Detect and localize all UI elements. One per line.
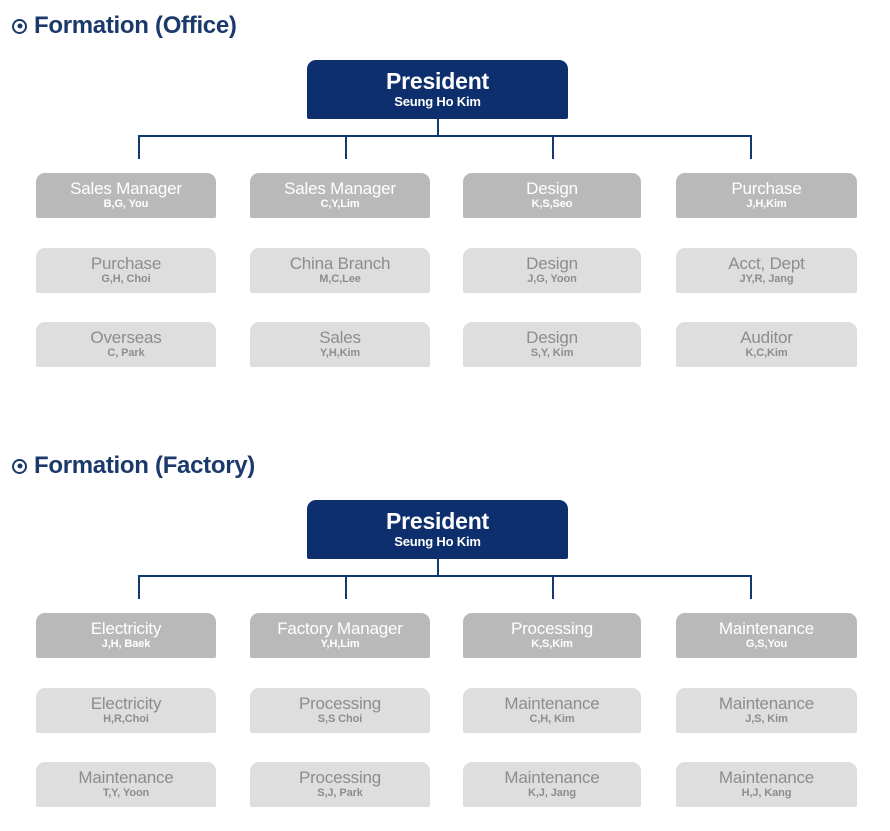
section-heading-label: Formation (Office) xyxy=(34,12,237,39)
connector-drop-1 xyxy=(138,135,140,159)
dept-name: J,H,Kim xyxy=(746,198,787,211)
dept-name: K,S,Seo xyxy=(531,198,573,211)
connector-drop-3 xyxy=(552,575,554,599)
connector-drop-2 xyxy=(345,135,347,159)
president-name: Seung Ho Kim xyxy=(394,93,481,109)
dept-title: Factory Manager xyxy=(277,619,403,639)
connector-drop-2 xyxy=(345,575,347,599)
dept-name: S,Y, Kim xyxy=(530,347,574,360)
dept-title: Processing xyxy=(510,619,594,639)
dept-title: Maintenance xyxy=(718,619,815,639)
dept-name: S,S Choi xyxy=(317,713,363,726)
dept-name: G,H, Choi xyxy=(101,273,151,286)
section-heading-label: Formation (Factory) xyxy=(34,452,255,479)
dept-name: K,C,Kim xyxy=(745,347,788,360)
dept-title: Maintenance xyxy=(504,694,600,714)
dept-name: C,H, Kim xyxy=(529,713,575,726)
dept-name: Y,H,Lim xyxy=(320,638,360,651)
dept-name: H,J, Kang xyxy=(741,787,792,800)
dept-title: Maintenance xyxy=(504,768,600,788)
president-name: Seung Ho Kim xyxy=(394,533,481,549)
dept-name: K,J, Jang xyxy=(527,787,576,800)
connector-drop-1 xyxy=(138,575,140,599)
dept-title: Sales xyxy=(319,328,361,348)
dept-name: S,J, Park xyxy=(317,787,363,800)
dept-name: B,G, You xyxy=(103,198,149,211)
dept-title: Maintenance xyxy=(718,694,815,714)
dept-title: Design xyxy=(526,179,578,199)
dept-name: M,C,Lee xyxy=(319,273,361,286)
dept-title: Acct, Dept xyxy=(728,254,805,274)
dept-name: K,S,Kim xyxy=(531,638,573,651)
dept-name: G,S,You xyxy=(745,638,788,651)
circle-target-icon xyxy=(12,458,27,474)
dept-title: Electricity xyxy=(90,694,162,714)
circle-target-icon xyxy=(12,18,27,34)
dept-name: C, Park xyxy=(107,347,145,360)
dept-title: Purchase xyxy=(731,179,802,199)
dept-name: J,H, Baek xyxy=(101,638,151,651)
dept-name: T,Y, Yoon xyxy=(102,787,150,800)
dept-title: Design xyxy=(526,328,578,348)
connector-stem xyxy=(437,559,439,576)
dept-name: Y,H,Kim xyxy=(319,347,361,360)
dept-title: Sales Manager xyxy=(70,179,182,199)
dept-title: Overseas xyxy=(90,328,162,348)
dept-title: Processing xyxy=(298,694,382,714)
president-title: President xyxy=(385,507,489,534)
dept-title: Sales Manager xyxy=(284,179,396,199)
dept-title: Processing xyxy=(298,768,382,788)
dept-title: Maintenance xyxy=(78,768,174,788)
connector-drop-3 xyxy=(552,135,554,159)
president-title: President xyxy=(385,67,489,94)
connector-drop-4 xyxy=(750,135,752,159)
connector-horizontal-bar xyxy=(138,135,752,137)
dept-title: Electricity xyxy=(90,619,162,639)
connector-stem xyxy=(437,119,439,136)
dept-title: Design xyxy=(526,254,578,274)
dept-name: C,Y,Lim xyxy=(320,198,360,211)
section-heading: Formation (Office) xyxy=(12,12,237,40)
dept-name: H,R,Choi xyxy=(103,713,149,726)
dept-name: JY,R, Jang xyxy=(739,273,794,286)
dept-title: Purchase xyxy=(90,254,162,274)
dept-name: J,S, Kim xyxy=(745,713,788,726)
connector-drop-4 xyxy=(750,575,752,599)
connector-horizontal-bar xyxy=(138,575,752,577)
dept-title: Maintenance xyxy=(718,768,815,788)
dept-name: J,G, Yoon xyxy=(527,273,577,286)
section-heading: Formation (Factory) xyxy=(12,452,255,480)
dept-title: Auditor xyxy=(740,328,793,348)
dept-title: China Branch xyxy=(289,254,391,274)
